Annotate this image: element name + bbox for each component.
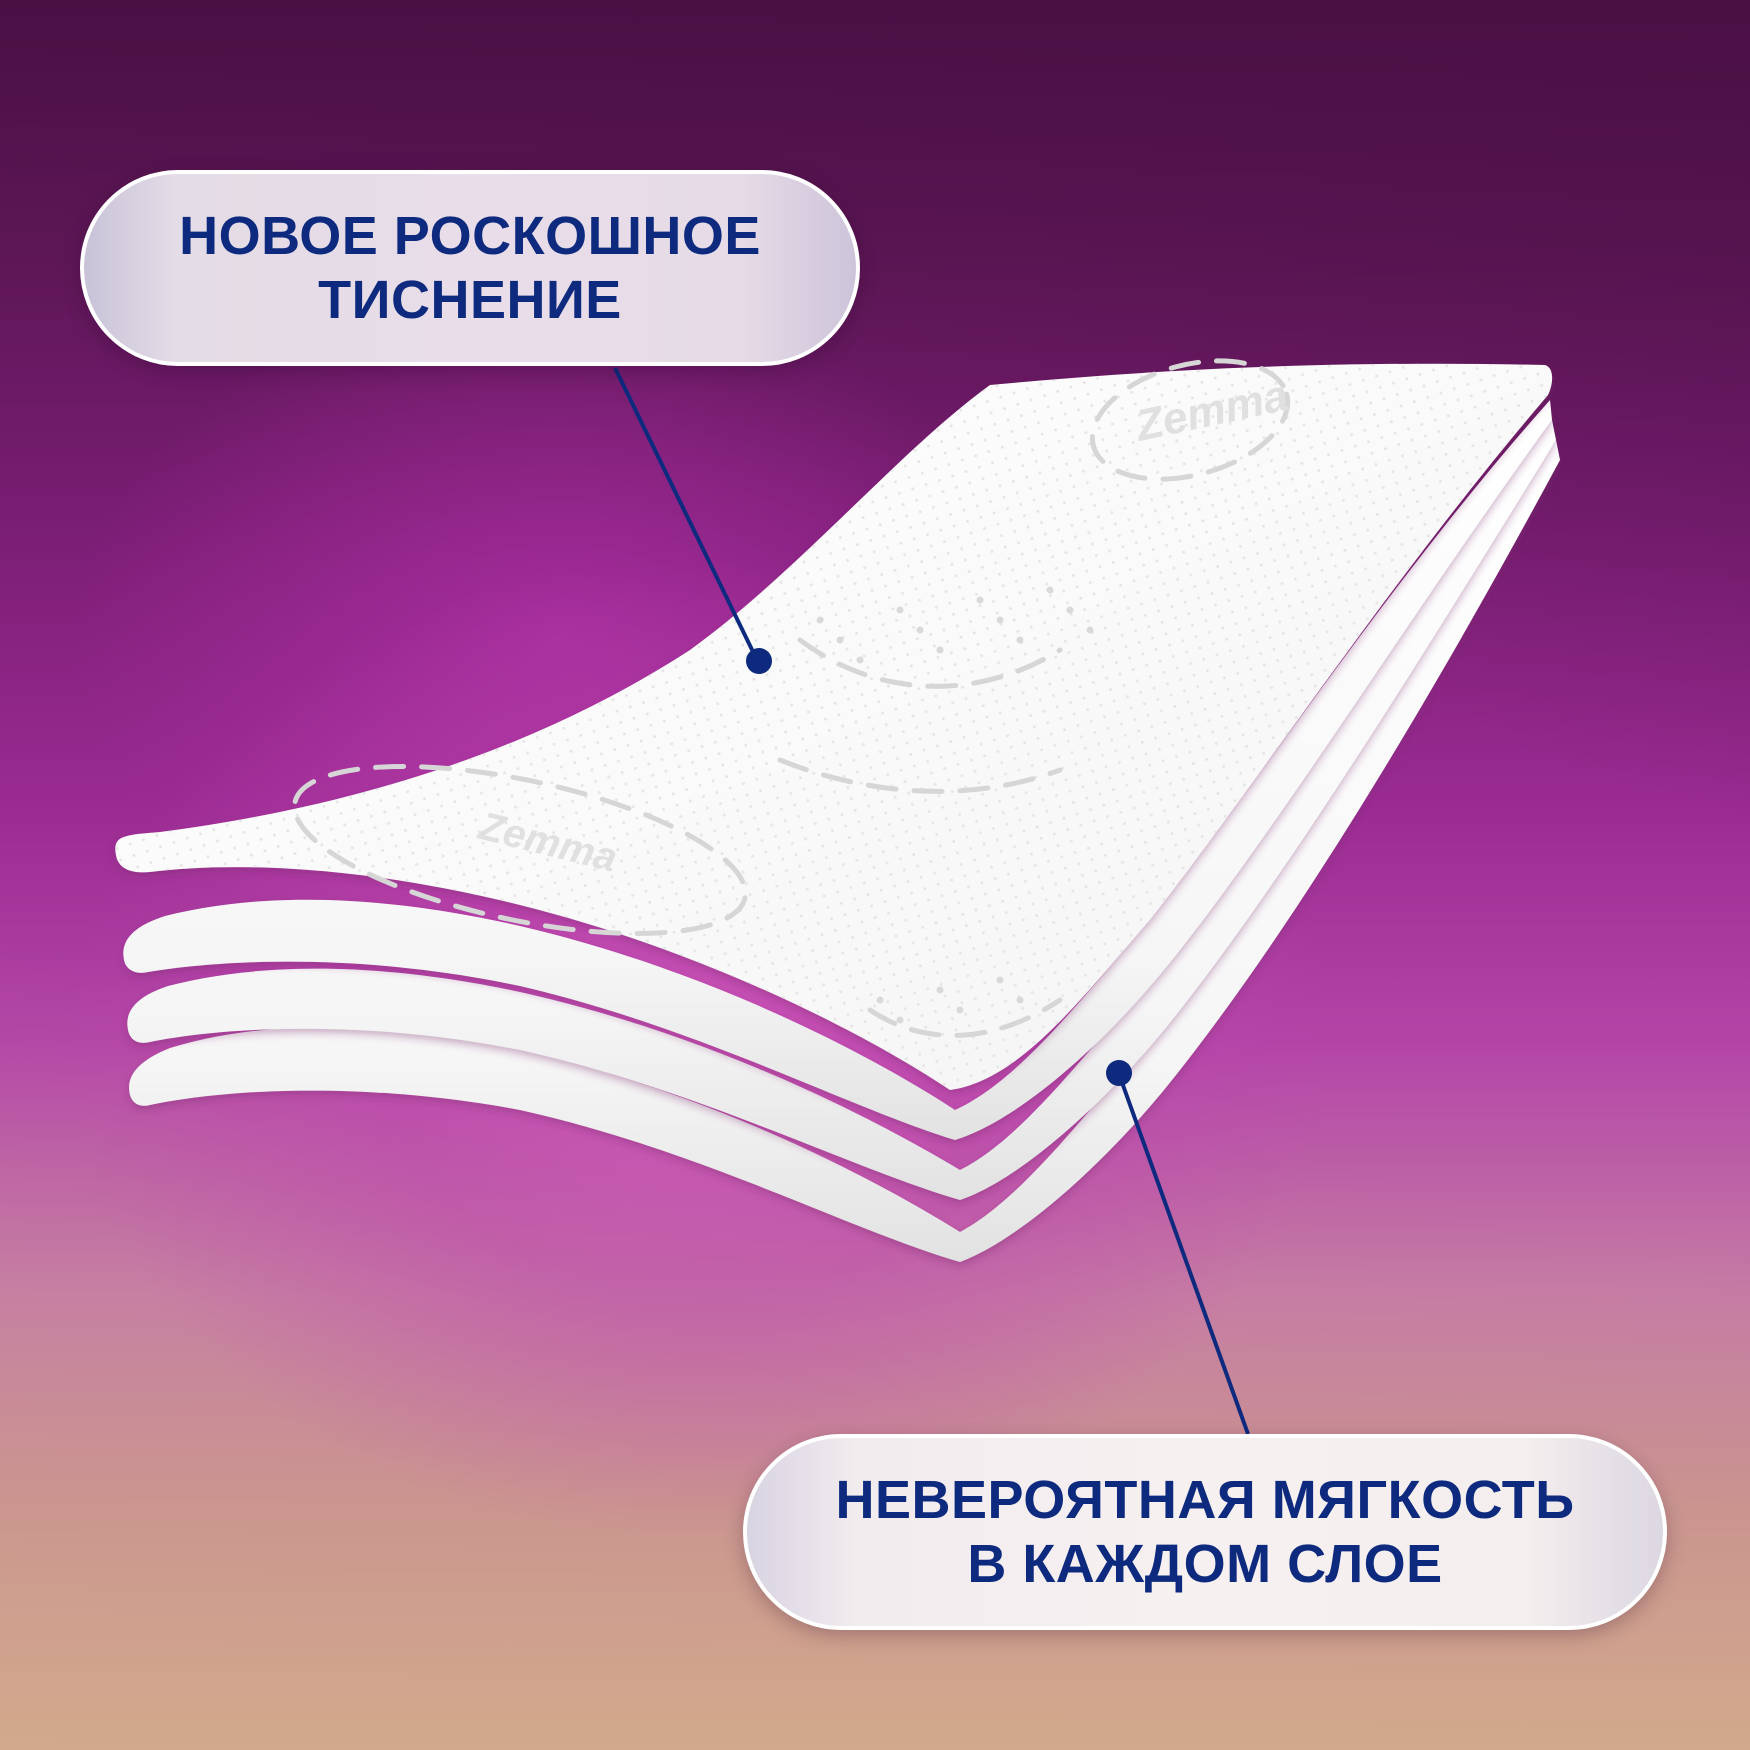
- callout-dot-top: [746, 648, 772, 674]
- callout-softness: НЕВЕРОЯТНАЯ МЯГКОСТЬ В КАЖДОМ СЛОЕ: [743, 1434, 1667, 1630]
- callout-leader-bottom: [1106, 1060, 1250, 1435]
- callout-softness-line2: В КАЖДОМ СЛОЕ: [967, 1534, 1443, 1594]
- paper-layer-2: [123, 400, 1553, 1140]
- callout-leader-top: [613, 367, 772, 674]
- paper-layer-4: [129, 440, 1561, 1262]
- paper-layer-3: [127, 420, 1556, 1200]
- callout-softness-line1: НЕВЕРОЯТНАЯ МЯГКОСТЬ: [835, 1470, 1575, 1530]
- emboss-motifs: [292, 358, 1291, 1038]
- embossing-dot-pattern: [115, 363, 1553, 1090]
- callout-embossing-line2: ТИСНЕНИЕ: [318, 270, 622, 330]
- emboss-fan-dots: [816, 586, 1094, 1024]
- callout-embossing-line1: НОВОЕ РОСКОШНОЕ: [179, 206, 761, 266]
- callout-softness-text: НЕВЕРОЯТНАЯ МЯГКОСТЬ В КАЖДОМ СЛОЕ: [835, 1468, 1574, 1596]
- callout-embossing: НОВОЕ РОСКОШНОЕ ТИСНЕНИЕ: [80, 170, 860, 366]
- callout-embossing-text: НОВОЕ РОСКОШНОЕ ТИСНЕНИЕ: [179, 204, 761, 332]
- callout-dot-bottom: [1106, 1060, 1132, 1086]
